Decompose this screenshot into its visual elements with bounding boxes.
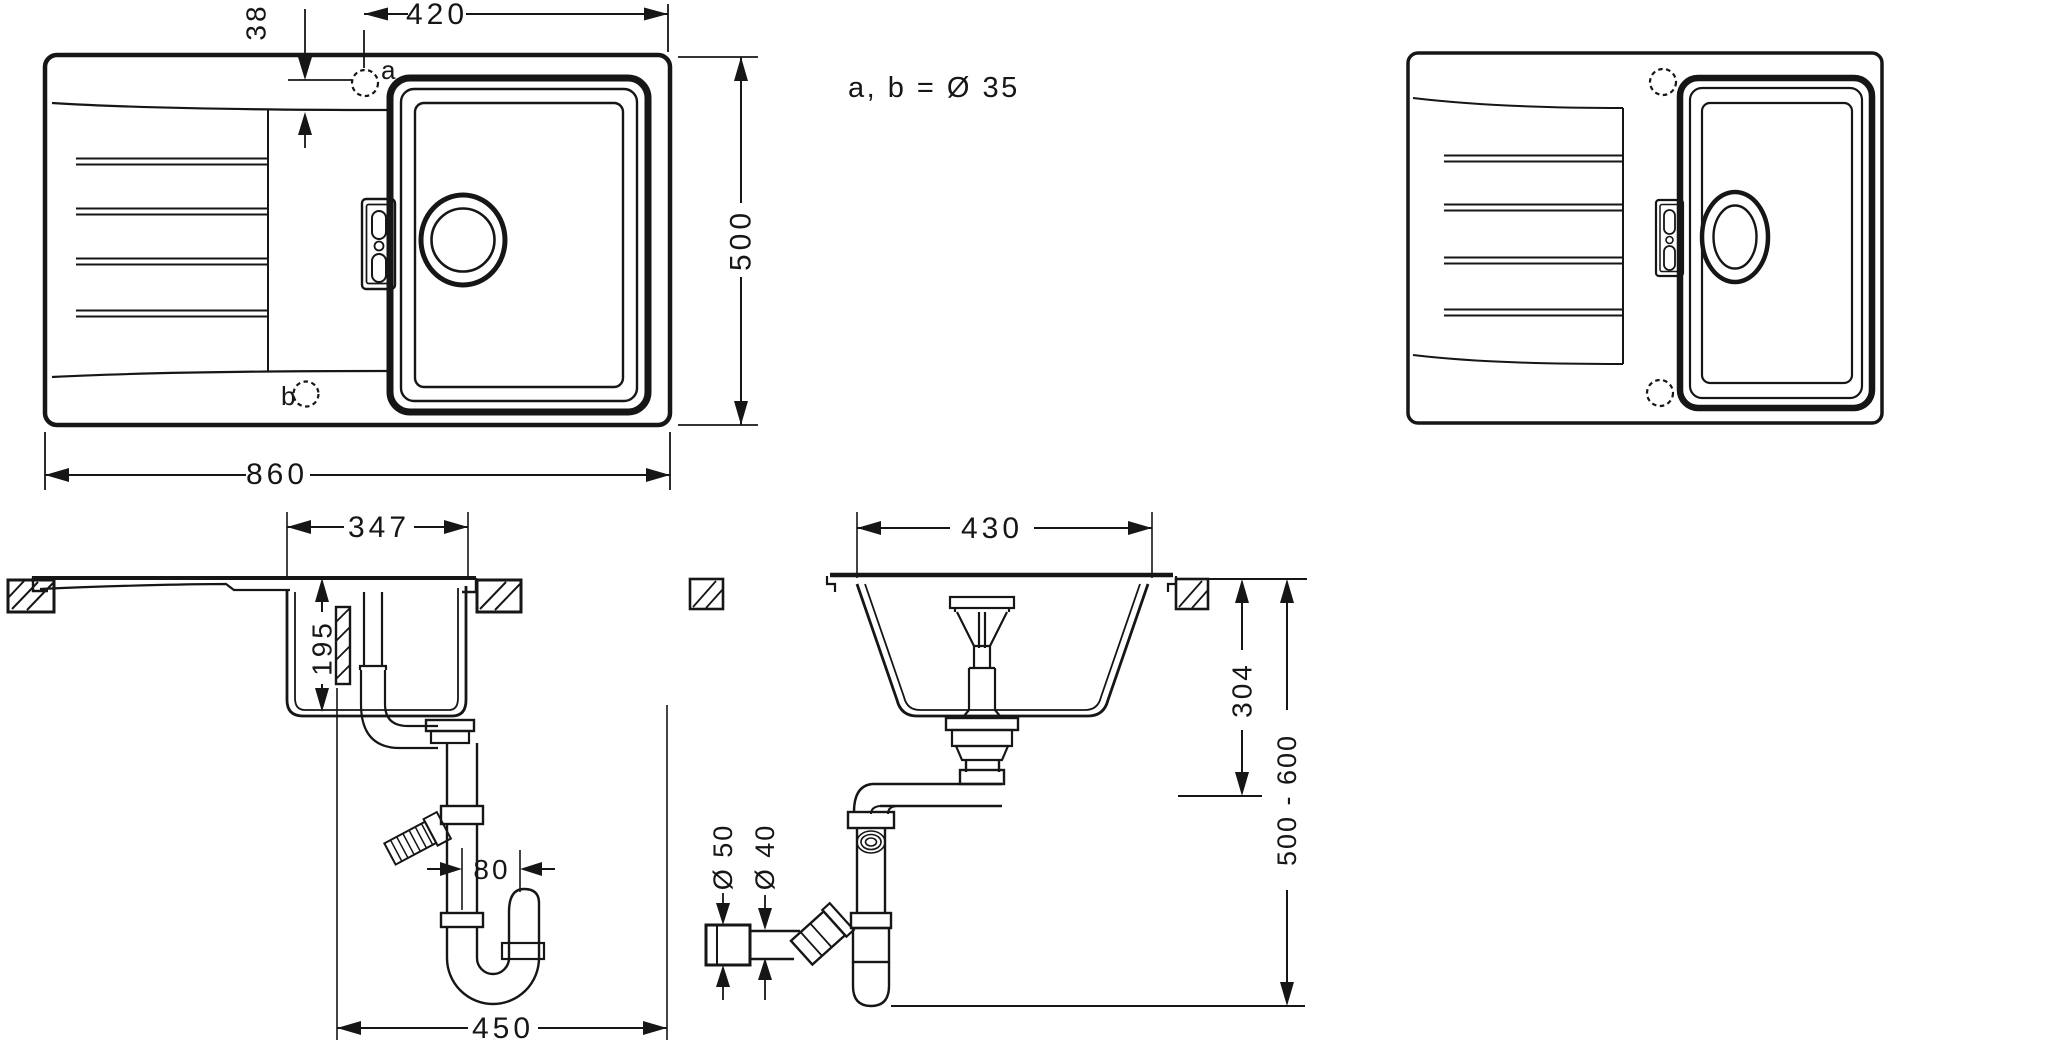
tap-hole-a-label: a — [381, 55, 396, 85]
drain-pipework — [704, 716, 1020, 1008]
tap-hole-a-2 — [1648, 67, 1678, 97]
dim-450-label: 450 — [472, 1012, 534, 1045]
sink-outline-2 — [1406, 51, 1884, 425]
dim-install-height-range: 500 - 600 — [1272, 579, 1302, 1006]
tap-hole-b-2 — [1645, 378, 1675, 408]
dim-bowl-depth: 195 — [307, 578, 338, 712]
dim-wall-pipe-diameter: Ø 50 — [708, 824, 738, 1000]
cabinet-panel-section — [334, 605, 352, 686]
dim-depth: 500 — [678, 56, 758, 426]
overflow-pipe — [358, 592, 438, 750]
wall-connection-piece — [704, 923, 752, 967]
tap-holes-note: a, b = Ø 35 — [848, 72, 1020, 104]
dim-total-width: 860 — [44, 432, 671, 491]
countertop-section-front-right — [1174, 577, 1210, 611]
bowl-2 — [1676, 74, 1876, 412]
appliance-hose — [382, 810, 453, 866]
drainboard-ribs-2 — [1444, 154, 1623, 317]
dim-d50-label: Ø 50 — [708, 824, 738, 891]
drain-ring-2 — [1699, 189, 1771, 285]
countertop-section-front-left — [688, 577, 725, 611]
dim-500-label: 500 — [725, 209, 758, 271]
sink-outline — [42, 52, 673, 428]
bowl-front-inner — [864, 583, 1141, 711]
rim-inner-top-line — [51, 101, 391, 112]
drain-hole-2 — [1712, 204, 1758, 270]
dim-cabinet-width: 450 — [336, 688, 668, 1045]
bowl-section-outer — [285, 586, 468, 718]
dim-bowl-length: 347 — [286, 511, 469, 580]
plan-view-secondary — [1406, 51, 1884, 425]
dim-d40-label: Ø 40 — [750, 824, 780, 891]
overflow-standpipe — [948, 595, 1016, 717]
countertop-section-right — [475, 578, 523, 614]
dim-500-600-label: 500 - 600 — [1272, 734, 1302, 866]
dim-304-label: 304 — [1227, 662, 1258, 718]
dim-bowl-module-width: 420 — [363, 0, 669, 68]
angled-connector — [789, 901, 856, 967]
drain-hole — [430, 207, 496, 273]
dim-420-label: 420 — [406, 0, 468, 31]
dim-drain-outlet-height: 304 — [1227, 579, 1258, 796]
dim-347-label: 347 — [348, 511, 410, 544]
bowl-section-inner — [294, 588, 459, 711]
waste-trap — [382, 718, 546, 1006]
countertop-section-left — [6, 578, 56, 614]
bowl-front-outer — [855, 583, 1150, 718]
drainboard-profile — [39, 582, 290, 592]
dim-bowl-width: 430 — [856, 512, 1153, 578]
front-section-view: 430 304 500 - 600 Ø 50 Ø 40 — [688, 512, 1307, 1008]
dim-430-label: 430 — [961, 512, 1023, 545]
side-section-view: 347 195 80 450 — [6, 511, 668, 1045]
plan-view: a b 420 38 — [42, 0, 1020, 491]
drainboard-ribs — [76, 157, 268, 318]
tap-hole-b: b — [281, 380, 320, 411]
dim-trap-offset: 80 — [427, 848, 555, 910]
dim-drain-pipe-diameter: Ø 40 — [750, 824, 780, 1000]
dim-80-label: 80 — [473, 854, 510, 885]
dim-195-label: 195 — [307, 620, 338, 676]
bowl — [386, 74, 652, 416]
dim-tap-hole-setback: 38 — [241, 3, 352, 148]
rim-inner-bottom-line — [51, 369, 391, 379]
dim-860-label: 860 — [246, 458, 308, 491]
tap-hole-a: a — [350, 55, 396, 98]
dim-38-label: 38 — [241, 3, 272, 40]
drain-ring — [418, 192, 508, 288]
tap-hole-b-label: b — [281, 381, 295, 411]
